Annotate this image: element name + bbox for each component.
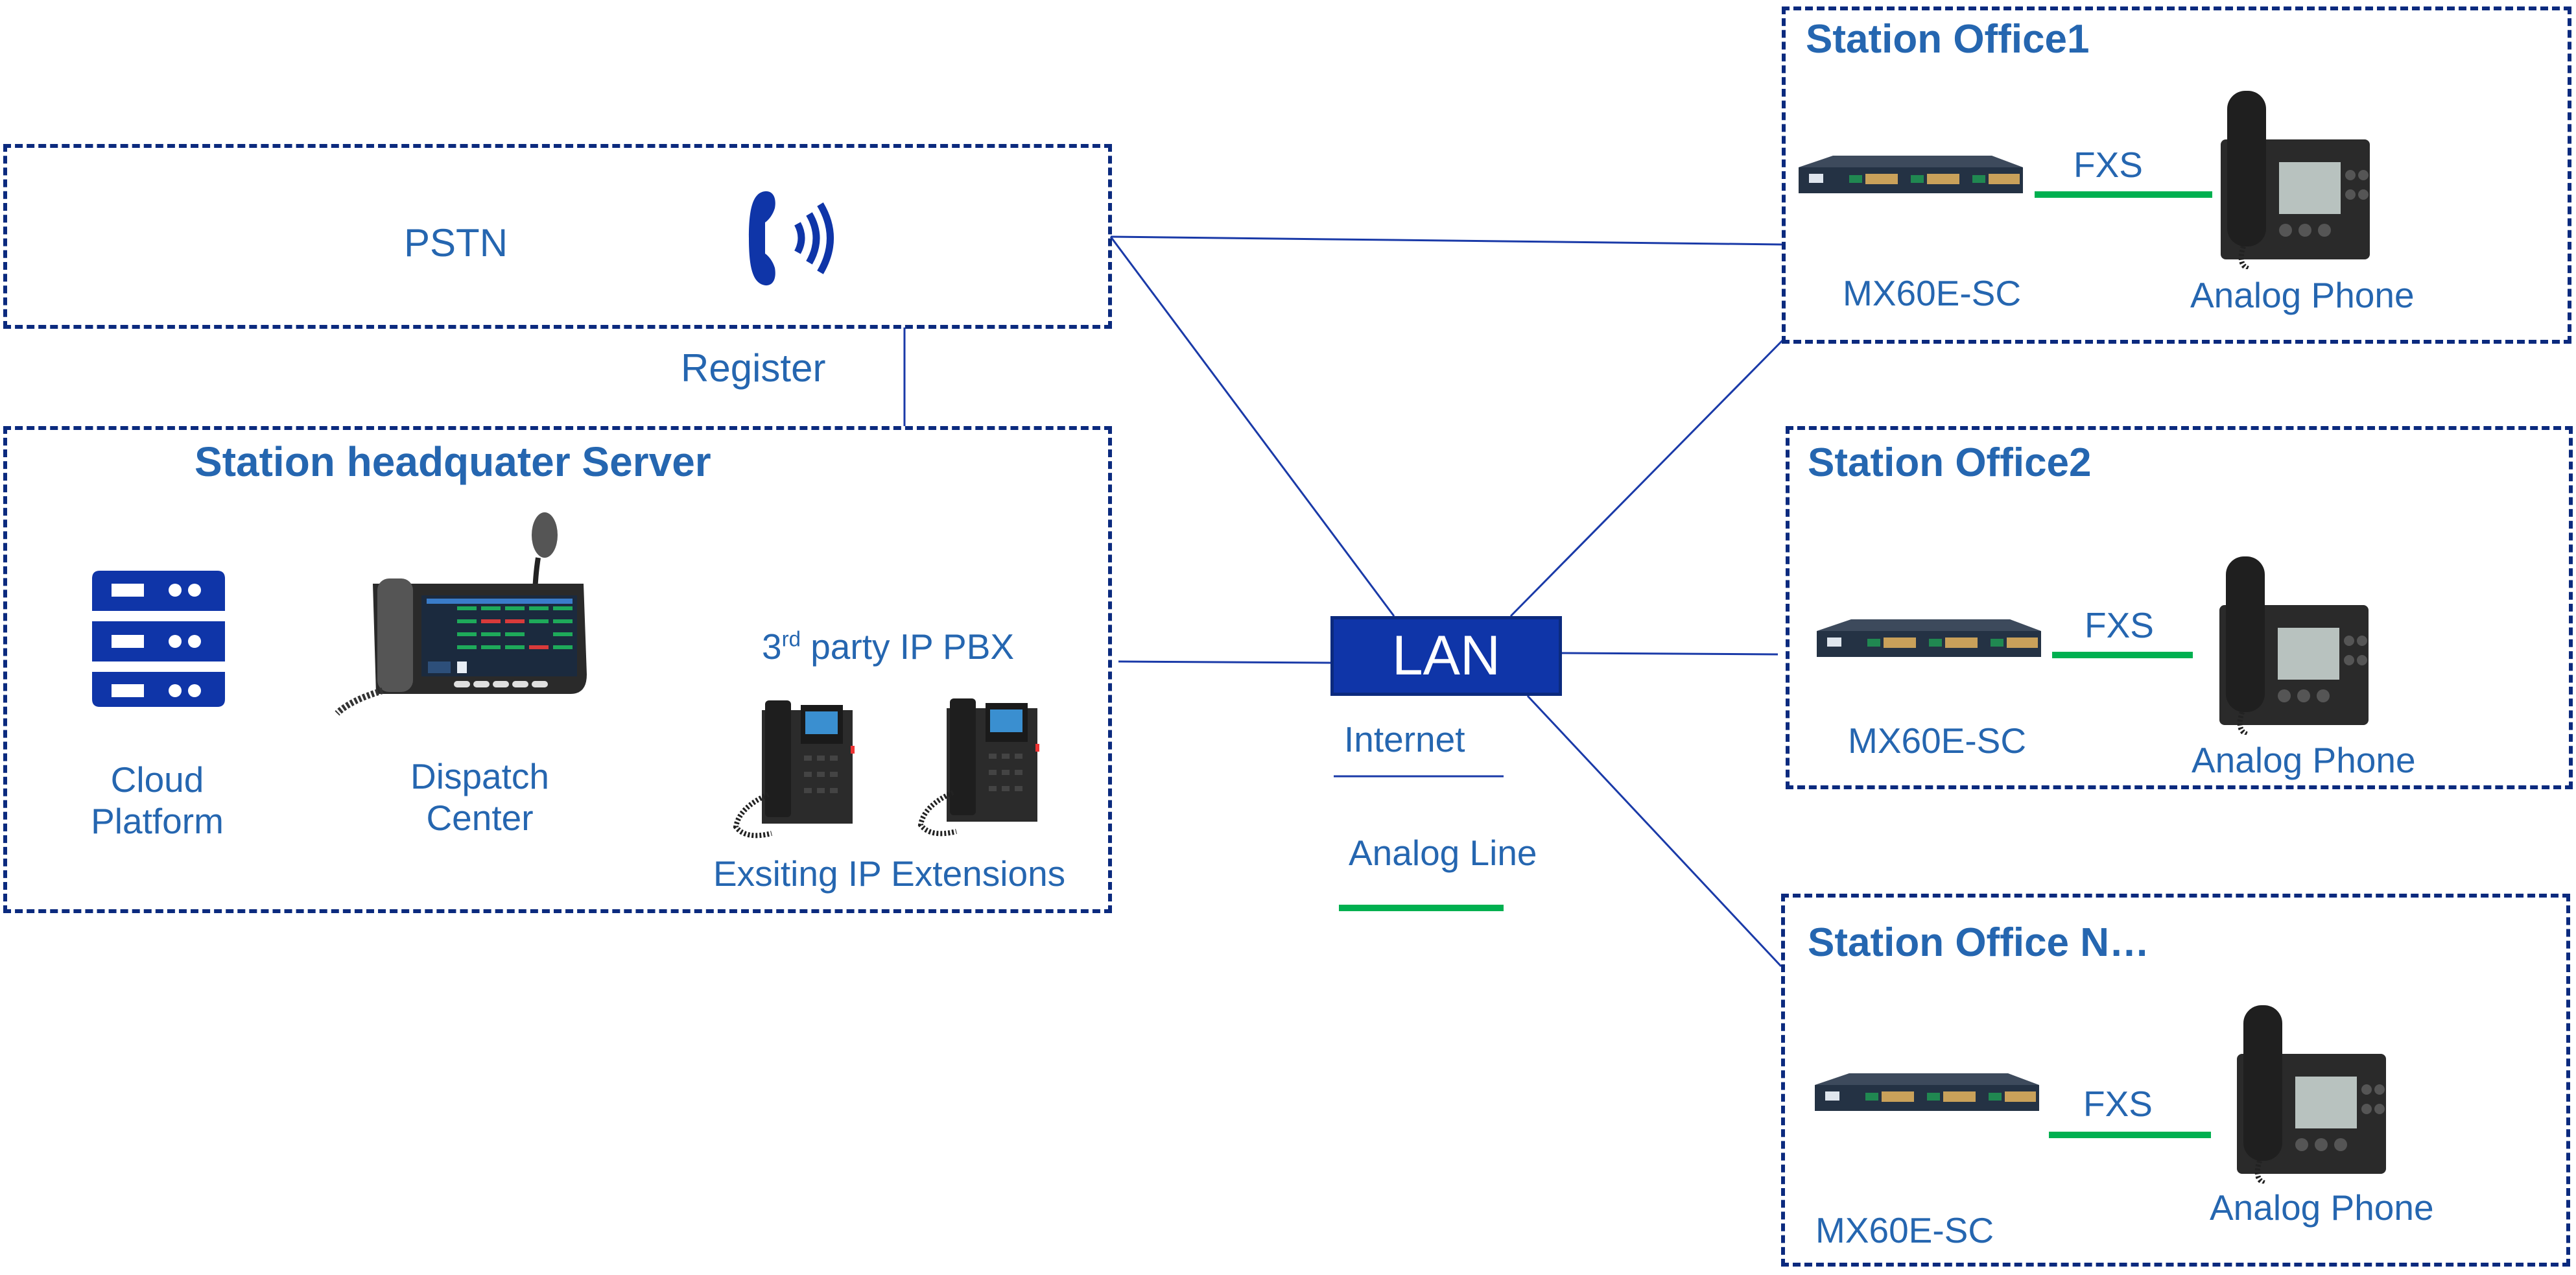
line-lan-to-office2	[1561, 652, 1778, 656]
fxs-label-office1: FXS	[2074, 145, 2143, 185]
cloud-platform-label: Cloud Platform	[84, 759, 230, 842]
analog-phone-label-officeN: Analog Phone	[2210, 1187, 2434, 1228]
analog-phone-label-office1: Analog Phone	[2190, 275, 2415, 315]
pbx-superscript: rd	[781, 626, 801, 651]
pbx-prefix: 3	[762, 626, 782, 667]
analog-phone-label-office2: Analog Phone	[2192, 740, 2416, 780]
station-office-n-box	[1781, 894, 2570, 1267]
gateway-device-icon	[1815, 1073, 2039, 1111]
dispatch-line2: Center	[426, 798, 534, 838]
pstn-label: PSTN	[404, 221, 508, 265]
line-lan-to-office1	[1509, 339, 1784, 617]
phone-ringing-icon	[749, 191, 834, 286]
legend-analog-label: Analog Line	[1349, 833, 1537, 873]
gateway-label-office1: MX60E-SC	[1843, 273, 2022, 313]
lan-label: LAN	[1391, 625, 1501, 687]
station-office-2-title: Station Office2	[1808, 440, 2092, 485]
gateway-device-icon	[1817, 619, 2041, 657]
analog-phone-icon	[2221, 91, 2370, 269]
pbx-suffix: party IP PBX	[800, 626, 1015, 667]
fxs-label-officeN: FXS	[2083, 1084, 2153, 1124]
cloud-line1: Cloud	[110, 759, 204, 800]
fxs-label-office2: FXS	[2085, 605, 2154, 645]
station-office-2-box	[1786, 426, 2573, 789]
dispatch-line1: Dispatch	[410, 756, 549, 796]
pbx-label: 3rd party IP PBX	[762, 626, 1014, 667]
ip-extensions-label: Exsiting IP Extensions	[713, 853, 1066, 894]
analog-phone-icon	[2219, 556, 2369, 735]
analog-phone-icon	[2237, 1005, 2386, 1184]
line-pstn-to-lan	[1109, 236, 1395, 617]
line-hq-to-lan	[1118, 660, 1331, 664]
register-label: Register	[681, 346, 826, 390]
gateway-label-office2: MX60E-SC	[1848, 721, 2027, 761]
gateway-label-officeN: MX60E-SC	[1815, 1210, 1994, 1250]
ip-phone-icon	[917, 698, 1039, 837]
station-office-n-title: Station Office N…	[1808, 920, 2150, 965]
line-lan-to-officeN	[1526, 695, 1782, 968]
headquarters-title: Station headquater Server	[195, 438, 711, 485]
pstn-box	[3, 144, 1112, 329]
line-pstn-to-office1	[1110, 235, 1782, 246]
station-office-1-title: Station Office1	[1806, 17, 2090, 62]
legend-internet-label: Internet	[1344, 719, 1465, 759]
dispatch-console-icon	[335, 512, 587, 716]
gateway-device-icon	[1799, 156, 2023, 193]
lan-node: LAN	[1330, 616, 1562, 696]
server-stack-icon	[92, 571, 225, 707]
ip-phone-icon	[733, 700, 855, 839]
station-office-1-box	[1782, 6, 2571, 344]
dispatch-center-label: Dispatch Center	[389, 756, 571, 839]
headquarters-box	[3, 426, 1112, 913]
cloud-line2: Platform	[91, 801, 224, 841]
